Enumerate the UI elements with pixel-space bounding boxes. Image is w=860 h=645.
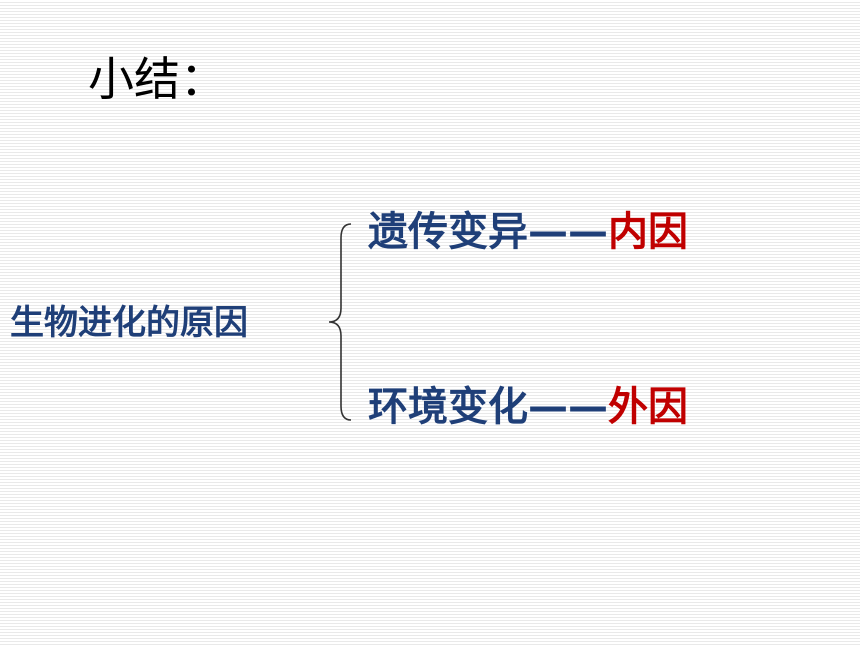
branch-cause: 环境变化: [368, 384, 528, 430]
branch-environment-change: 环境变化——外因: [368, 387, 688, 427]
slide-title: 小结：: [88, 52, 226, 106]
branch-dash: ——: [528, 209, 608, 255]
branch-factor-external: 外因: [608, 384, 688, 430]
branch-factor-internal: 内因: [608, 209, 688, 255]
branch-cause: 遗传变异: [368, 209, 528, 255]
branch-dash: ——: [528, 384, 608, 430]
branch-genetic-variation: 遗传变异——内因: [368, 212, 688, 252]
root-concept: 生物进化的原因: [10, 303, 248, 343]
curly-brace-icon: [328, 223, 352, 421]
